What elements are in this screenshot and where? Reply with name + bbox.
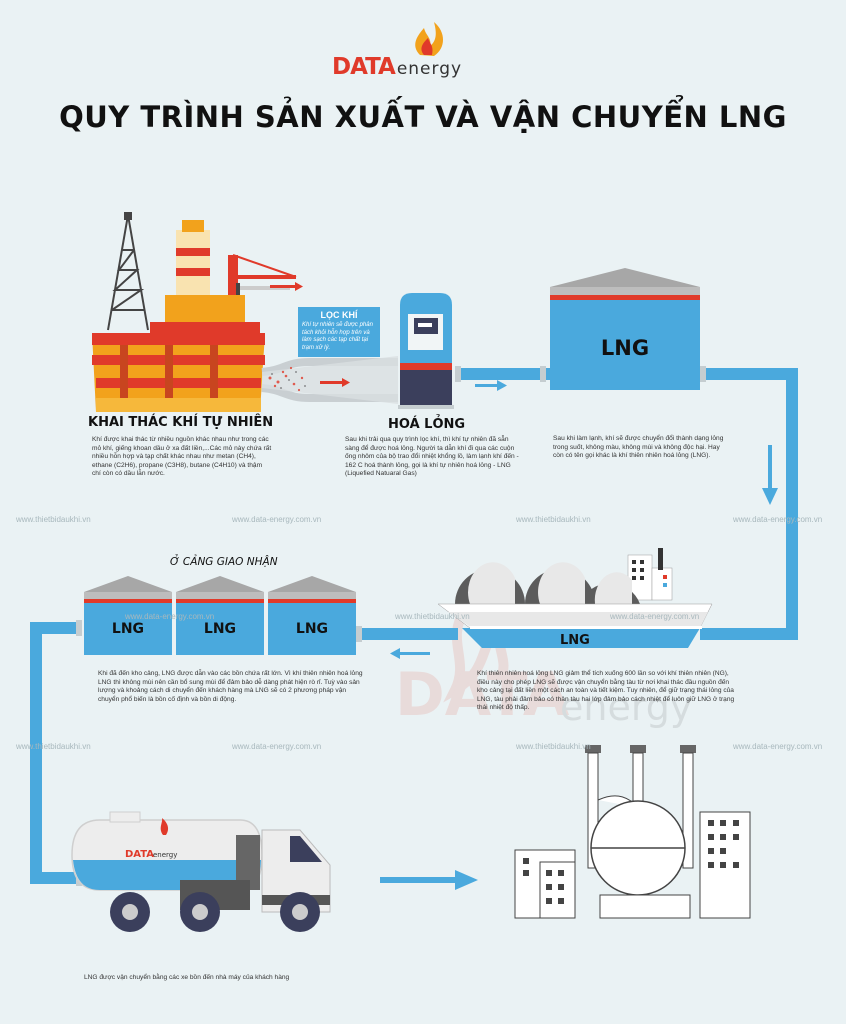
truck-wheels <box>110 892 320 932</box>
watermark-url: www.data-energy.com.vn <box>733 742 823 751</box>
watermark-url: www.thietbidaukhi.vn <box>516 515 591 524</box>
liquefaction-heading: HOÁ LỎNG <box>388 417 466 432</box>
truck-logo-flame <box>160 818 169 835</box>
ship-domes <box>455 562 640 604</box>
brand-name-sub: energy <box>396 59 463 79</box>
gas-flow-pipe <box>240 282 398 404</box>
watermark-url: www.thietbidaukhi.vn <box>395 612 470 621</box>
pipeline <box>30 368 798 884</box>
extraction-heading: KHAI THÁC KHÍ TỰ NHIÊN <box>88 415 274 430</box>
brand-flame-icon <box>415 22 443 56</box>
port-tanks <box>84 576 356 655</box>
flow-arrows <box>380 380 778 890</box>
watermark-url: www.data-energy.com.vn <box>125 612 215 621</box>
filter-callout: LỌC KHÍ Khí tự nhiên sẽ được phân tách k… <box>298 307 380 357</box>
delivery-desc: LNG được vận chuyển bằng các xe bồn đến … <box>84 974 290 981</box>
storage-desc: Sau khi làm lạnh, khí sẽ được chuyển đổi… <box>553 435 724 460</box>
watermark-url: www.data-energy.com.vn <box>610 612 700 621</box>
port-tank-label: LNG <box>111 621 145 637</box>
ship-label: LNG <box>560 633 590 648</box>
port-tank-label: LNG <box>203 621 237 637</box>
svg-text:DATA: DATA <box>395 660 570 730</box>
page-title: QUY TRÌNH SẢN XUẤT VÀ VẬN CHUYỂN LNG <box>59 100 787 134</box>
port-heading: Ở CẢNG GIAO NHẬN <box>170 556 278 568</box>
factory <box>514 745 751 919</box>
watermark-url: www.thietbidaukhi.vn <box>16 742 91 751</box>
tanker-truck: DATA energy <box>71 811 331 932</box>
filter-callout-desc: Khí tự nhiên sẽ được phân tách khỏi hỗn … <box>302 322 373 351</box>
storage-tank <box>550 268 700 390</box>
watermark-url: www.thietbidaukhi.vn <box>516 742 591 751</box>
liquefaction-desc: Sau khi trải qua quy trình lọc khí, thì … <box>345 436 519 478</box>
extraction-desc: Khí được khai thác từ nhiều nguồn khác n… <box>92 436 272 478</box>
watermark-url: www.data-energy.com.vn <box>232 515 322 524</box>
watermark-url: www.data-energy.com.vn <box>733 515 823 524</box>
brand-name-main: DATA <box>332 54 396 80</box>
watermark-logo: DATA energy <box>395 607 692 730</box>
port-desc: Khi đã đến kho cảng, LNG được dẫn vào cá… <box>98 670 363 703</box>
oil-rig-illustration <box>92 212 297 412</box>
svg-text:energy: energy <box>153 851 177 859</box>
filter-callout-title: LỌC KHÍ <box>320 310 358 320</box>
svg-text:DATA: DATA <box>125 849 154 860</box>
watermark-url: www.thietbidaukhi.vn <box>16 515 91 524</box>
watermark-url: www.data-energy.com.vn <box>232 742 322 751</box>
svg-text:energy: energy <box>560 685 692 729</box>
liquefaction-unit <box>398 293 454 409</box>
shipping-desc: Khí thiên nhiên hoá lỏng LNG giảm thể tí… <box>477 670 735 712</box>
lng-ship <box>437 548 713 648</box>
storage-tank-label: LNG <box>600 336 650 360</box>
port-tank-label: LNG <box>295 621 329 637</box>
